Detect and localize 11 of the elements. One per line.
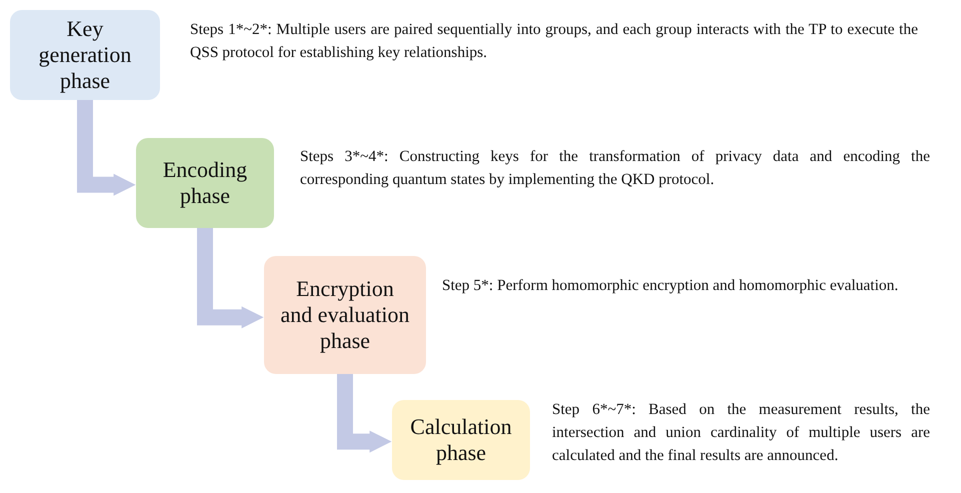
arrow xyxy=(337,374,392,453)
step-description: Steps 3*~4*: Constructing keys for the transformation of privacy data and encoding the corresponding quantum states by implementing the QKD protocol. xyxy=(300,147,930,190)
phase-title: Calculation phase xyxy=(409,414,513,466)
step-description: Steps 1*~2*: Multiple users are paired sequentially into groups, and each group interacts with the TP to execute the QSS protocol for establishing key relationships. xyxy=(190,20,918,63)
phase-title: Key generation phase xyxy=(38,16,132,94)
arrow xyxy=(77,100,136,196)
phase-title: Encoding phase xyxy=(162,157,248,209)
step-description: Step 6*~7*: Based on the measurement results, the intersection and union cardinality of multiple users are calculated and the final results are announced. xyxy=(552,400,930,466)
step-description: Step 5*: Perform homomorphic encryption and homomorphic evaluation. xyxy=(442,276,900,296)
arrow xyxy=(197,228,264,328)
phase-title: Encryption and evaluation phase xyxy=(280,276,410,354)
